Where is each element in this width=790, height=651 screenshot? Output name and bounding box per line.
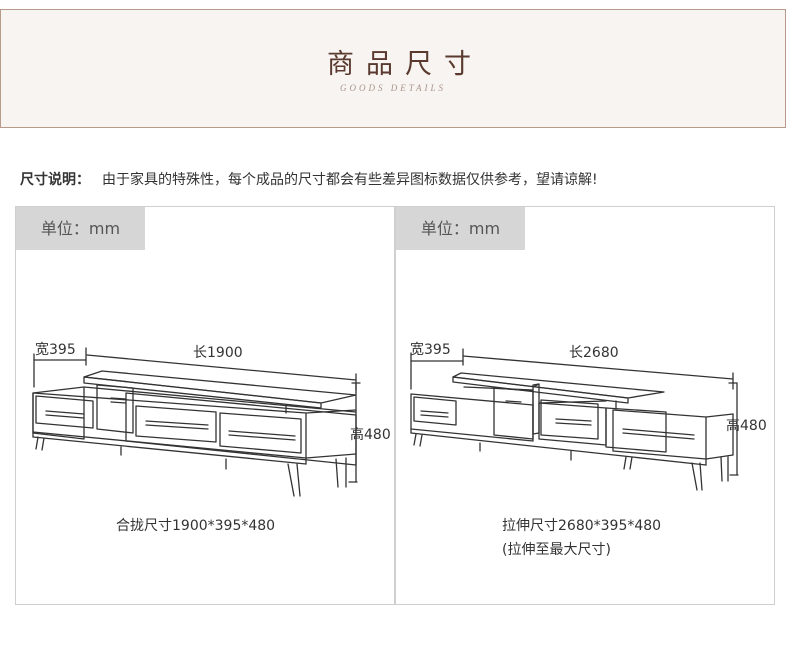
- width-label: 宽395: [35, 341, 76, 358]
- extended-size-panel: 宽395 长2680 高480 单位：mm 拉伸尺寸2680*395*480 (…: [395, 206, 775, 605]
- extended-size-caption: 拉伸尺寸2680*395*480 (拉伸至最大尺寸): [502, 514, 661, 562]
- closed-size-panel: 宽395 长1900 高480 单位：mm 合拢尺寸1900*395*480: [15, 206, 395, 605]
- height-label: 高480: [350, 426, 391, 443]
- unit-tag: 单位：mm: [396, 207, 525, 250]
- closed-size-caption: 合拢尺寸1900*395*480: [116, 514, 275, 538]
- section-subtitle: GOODS DETAILS: [339, 83, 447, 93]
- width-label: 宽395: [410, 341, 451, 358]
- unit-tag: 单位：mm: [16, 207, 145, 250]
- closed-tv-cabinet-drawing: 宽395 长1900 高480: [32, 341, 391, 497]
- length-label: 长1900: [193, 345, 243, 361]
- size-note-text: 由于家具的特殊性，每个成品的尺寸都会有些差异图标数据仅供参考，望请谅解!: [102, 172, 598, 188]
- size-note-label: 尺寸说明：: [20, 172, 90, 188]
- extended-tv-cabinet-drawing: 宽395 长2680 高480: [410, 341, 767, 491]
- length-dim-line: [86, 354, 357, 381]
- section-title: 商品尺寸: [327, 49, 483, 80]
- caption-line: 拉伸尺寸2680*395*480: [502, 518, 662, 534]
- caption-line-note: (拉伸至最大尺寸): [502, 542, 611, 558]
- caption-line: 合拢尺寸1900*395*480: [116, 518, 276, 534]
- length-label: 长2680: [569, 345, 619, 361]
- height-label: 高480: [726, 417, 767, 434]
- header-banner: 商品尺寸 GOODS DETAILS: [0, 9, 786, 128]
- size-note: 尺寸说明： 由于家具的特殊性，每个成品的尺寸都会有些差异图标数据仅供参考，望请谅解…: [20, 169, 598, 189]
